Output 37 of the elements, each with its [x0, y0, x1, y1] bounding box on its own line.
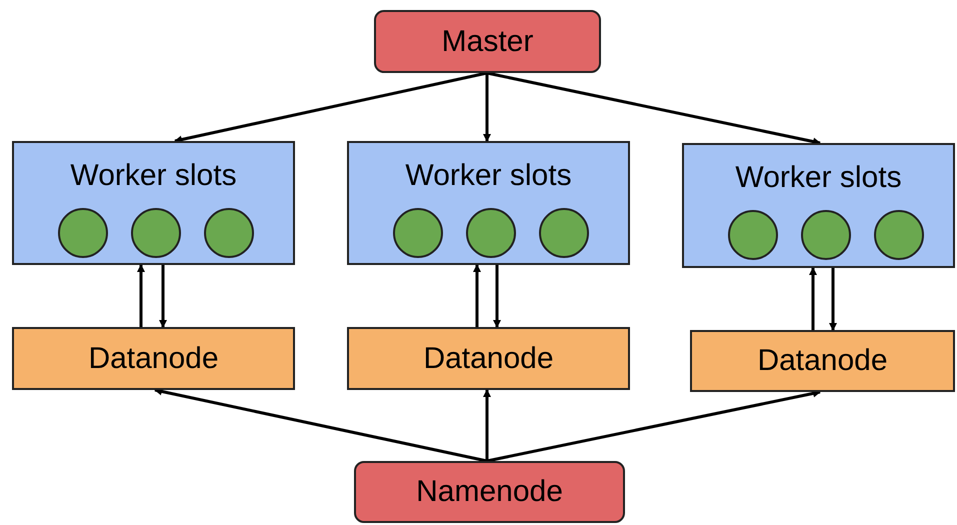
slot-circle — [58, 208, 108, 258]
node-label: Datanode — [423, 342, 554, 376]
slot-circle — [539, 208, 589, 258]
node-label: Worker slots — [405, 159, 572, 193]
node-label: Datanode — [88, 342, 219, 376]
arrow — [486, 72, 821, 146]
worker-box — [347, 141, 630, 265]
arrow — [483, 73, 491, 142]
datanode-box — [347, 327, 630, 390]
arrow — [159, 265, 167, 328]
master-box — [374, 10, 601, 73]
slot-circle — [131, 208, 181, 258]
slot-circle — [874, 210, 924, 260]
node-label: Datanode — [757, 344, 888, 378]
arrow — [486, 390, 821, 462]
slot-circle — [466, 208, 516, 258]
node-label: Namenode — [416, 475, 563, 509]
worker-box — [12, 141, 295, 265]
master-box — [354, 461, 625, 523]
worker-box — [682, 143, 955, 268]
slot-circle — [728, 210, 778, 260]
arrow — [483, 389, 491, 461]
arrow — [829, 268, 837, 331]
slot-circle — [204, 208, 254, 258]
arrow — [154, 388, 488, 462]
arrow — [809, 267, 817, 330]
node-label: Worker slots — [70, 159, 237, 193]
node-label: Master — [442, 24, 534, 58]
arrow — [493, 265, 501, 328]
datanode-box — [690, 330, 955, 392]
slot-circle — [393, 208, 443, 258]
datanode-box — [12, 327, 295, 390]
arrow — [174, 72, 488, 144]
arrow — [473, 264, 481, 327]
node-label: Worker slots — [735, 161, 902, 195]
arrow — [137, 264, 145, 327]
slot-circle — [801, 210, 851, 260]
